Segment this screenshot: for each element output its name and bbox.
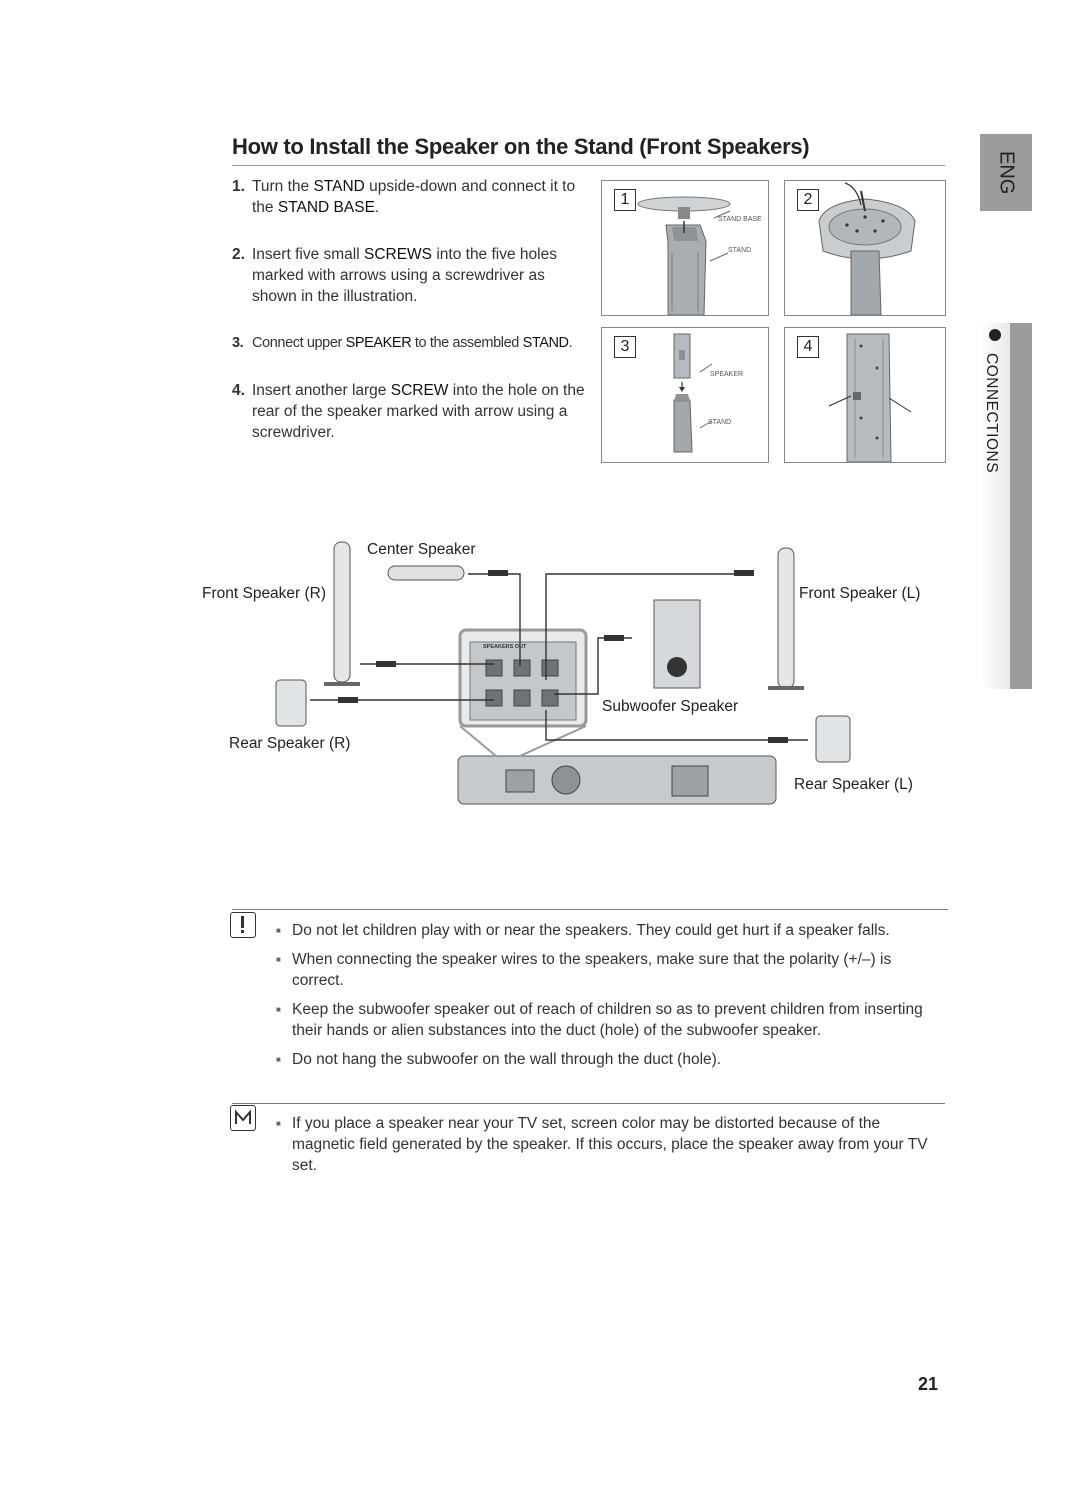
speaker-label: SPEAKER	[710, 371, 744, 378]
note-icon	[230, 1105, 256, 1131]
illustration-panel-2: 2	[784, 180, 946, 316]
subwoofer-speaker-label: Subwoofer Speaker	[602, 698, 739, 715]
stand-label-2: STAND	[708, 419, 732, 426]
illustration-panel-3: 3 SPEAKER STAND	[601, 327, 769, 463]
rear-speaker-l-label: Rear Speaker (L)	[794, 776, 913, 793]
note-list: If you place a speaker near your TV set,…	[276, 1113, 936, 1184]
rear-speaker-r-icon	[275, 679, 307, 727]
illustration-panel-4: 4	[784, 327, 946, 463]
rear-screw-illustration	[828, 333, 912, 462]
front-speaker-l-label: Front Speaker (L)	[799, 585, 921, 602]
title-divider	[232, 165, 945, 166]
note-item: If you place a speaker near your TV set,…	[276, 1113, 936, 1176]
page-title: How to Install the Speaker on the Stand …	[232, 134, 810, 159]
section-tab: CONNECTIONS	[980, 323, 1032, 689]
page-number: 21	[918, 1374, 939, 1394]
caution-list: Do not let children play with or near th…	[276, 920, 936, 1078]
caution-item: Do not let children play with or near th…	[276, 920, 936, 941]
section-bullet-icon	[989, 329, 1001, 341]
note-divider	[232, 1103, 945, 1104]
caution-icon	[230, 912, 256, 938]
caution-divider	[232, 909, 948, 910]
stand-base-illustration	[637, 196, 731, 315]
step-2: 2. Insert five small SCREWS into the fiv…	[232, 246, 557, 305]
speakers-out-label: SPEAKERS OUT	[483, 644, 527, 650]
language-tab-label: ENG	[995, 150, 1018, 195]
center-speaker-label: Center Speaker	[367, 541, 476, 558]
caution-item: Do not hang the subwoofer on the wall th…	[276, 1049, 936, 1070]
screwing-stand-illustration	[818, 182, 916, 315]
connection-diagram	[275, 541, 851, 805]
stand-label: STAND	[728, 247, 752, 254]
caution-item: When connecting the speaker wires to the…	[276, 949, 936, 991]
step-4: 4. Insert another large SCREW into the h…	[232, 382, 585, 441]
speaker-stand-illustration	[673, 333, 713, 453]
front-speaker-r-label: Front Speaker (R)	[202, 585, 327, 602]
step-1: 1. Turn the STAND upside-down and connec…	[232, 178, 576, 216]
illustration-panel-1: 1 STAND BASE STAND	[601, 180, 769, 316]
rear-speaker-r-label: Rear Speaker (R)	[229, 735, 351, 752]
section-tab-label: CONNECTIONS	[983, 353, 1000, 474]
language-tab: ENG	[980, 134, 1032, 211]
step-3: 3. Connect upper SPEAKER to the assemble…	[232, 335, 573, 351]
center-speaker-icon	[387, 565, 465, 581]
caution-item: Keep the subwoofer speaker out of reach …	[276, 999, 936, 1041]
rear-speaker-l-icon	[815, 715, 851, 763]
front-speaker-l-icon	[777, 547, 795, 689]
front-speaker-r-icon	[333, 541, 351, 683]
stand-base-label: STAND BASE	[718, 216, 762, 223]
